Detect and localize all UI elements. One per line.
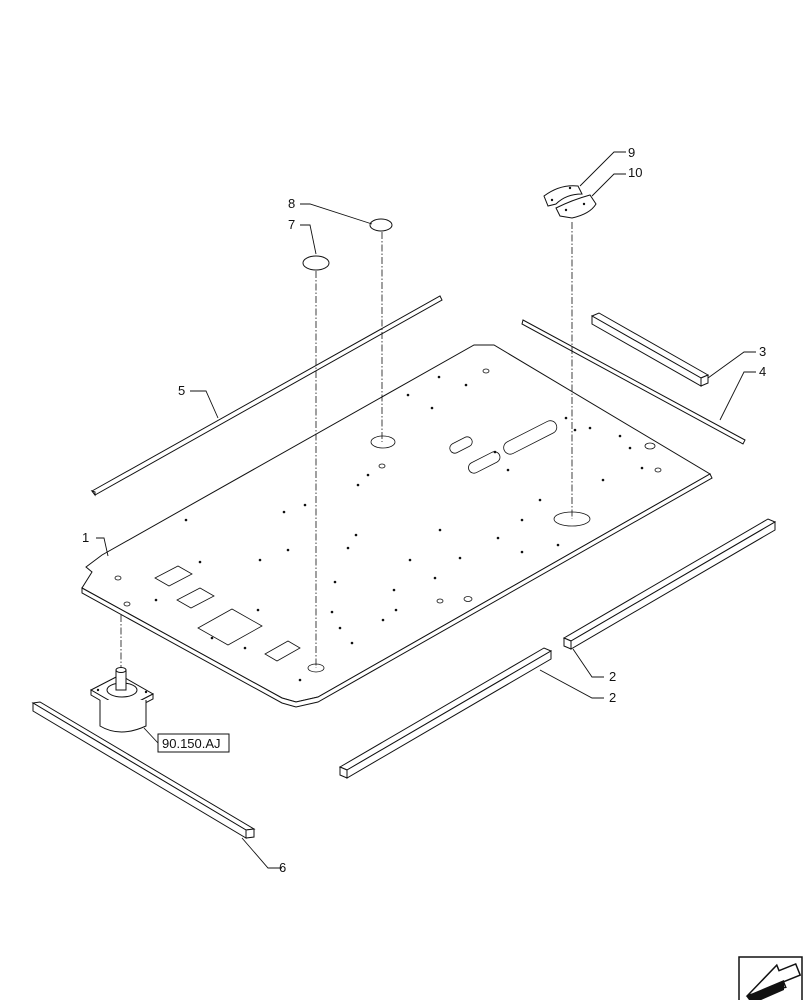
- plate-slot: [503, 420, 558, 455]
- motor-assembly: [89, 667, 155, 733]
- callout-6: 6: [279, 860, 286, 875]
- seal-strip-5: [90, 295, 443, 497]
- plate-cutout: [264, 640, 301, 662]
- floor-plate: [81, 344, 713, 708]
- reference-box[interactable]: 90.150.AJ: [157, 733, 230, 753]
- plate-slot: [449, 436, 473, 454]
- plate-cutout: [154, 565, 193, 587]
- callout-9: 9: [628, 145, 635, 160]
- next-page-arrow-icon[interactable]: [738, 956, 803, 1000]
- callout-8: 8: [288, 196, 295, 211]
- clamp-halves-9-10: [543, 185, 597, 219]
- plate-slot: [468, 451, 501, 474]
- callout-1: 1: [82, 530, 89, 545]
- bar-2-lower: [338, 647, 553, 779]
- plate-hole: [644, 442, 656, 450]
- callout-2-lower: 2: [609, 690, 616, 705]
- bar-3: [590, 312, 710, 387]
- callout-2-upper: 2: [609, 669, 616, 684]
- seal-strip-4: [521, 319, 746, 445]
- callout-10: 10: [628, 165, 642, 180]
- plug-8: [369, 218, 393, 232]
- bar-2-upper: [562, 518, 777, 650]
- plate-holes: [154, 375, 644, 682]
- callout-5: 5: [178, 383, 185, 398]
- callout-4: 4: [759, 364, 766, 379]
- callout-3: 3: [759, 344, 766, 359]
- plate-cutout: [176, 587, 215, 609]
- plate-cutout: [197, 608, 263, 646]
- plate-hole: [370, 435, 396, 449]
- callout-7: 7: [288, 217, 295, 232]
- reference-box-label: 90.150.AJ: [162, 736, 221, 751]
- bar-6: [31, 701, 256, 839]
- plug-7: [302, 255, 330, 271]
- leader-lines: [96, 151, 756, 869]
